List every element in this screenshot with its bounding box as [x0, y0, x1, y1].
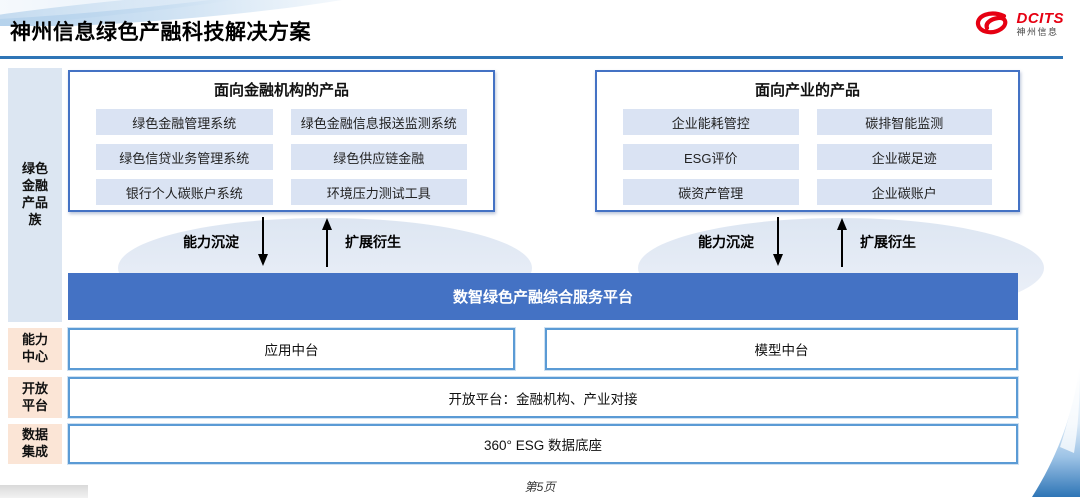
industry-box-title: 面向产业的产品: [754, 82, 860, 99]
sidebar-item-open-platform: 开放平台: [8, 377, 62, 418]
sidebar-label: 绿色金融产品族: [21, 161, 48, 227]
product-chip: ESG评价: [623, 144, 799, 170]
product-chip: 企业碳账户: [816, 179, 992, 205]
capability-sink-label: 能力沉淀: [698, 234, 754, 250]
product-chip: 绿色供应链金融: [290, 144, 467, 170]
platform-banner: 数智绿色产融综合服务平台: [68, 273, 1018, 320]
capability-sink-label: 能力沉淀: [183, 234, 239, 250]
industry-products-box: 面向产业的产品 企业能耗管控 碳排智能监测 ESG评价 企业碳足迹 碳资产管理 …: [595, 70, 1020, 212]
product-chip: 碳资产管理: [623, 179, 799, 205]
page-number: 第5页: [524, 480, 556, 494]
page-title: 神州信息绿色产融科技解决方案: [10, 21, 311, 44]
sidebar-label: 能力中心: [21, 332, 48, 364]
sidebar-item-capability-center: 能力中心: [8, 328, 62, 370]
app-middle-platform-box: 应用中台: [68, 328, 515, 370]
up-arrow-icon: [321, 217, 333, 267]
logo-company-text: 神州信息: [1016, 27, 1059, 37]
arrow-group-left: 能力沉淀 扩展衍生: [183, 216, 401, 268]
esg-data-base-row: 360° ESG 数据底座: [68, 424, 1018, 464]
dcits-logo: DCITS 神州信息: [972, 10, 1065, 38]
product-chip: 企业能耗管控: [623, 109, 799, 135]
industry-chip-grid: 企业能耗管控 碳排智能监测 ESG评价 企业碳足迹 碳资产管理 企业碳账户: [597, 100, 1018, 205]
extend-derive-label: 扩展衍生: [345, 234, 401, 250]
sidebar-label: 数据集成: [21, 427, 48, 459]
sidebar-label: 开放平台: [21, 380, 48, 413]
product-chip: 企业碳足迹: [816, 144, 992, 170]
down-arrow-icon: [257, 217, 269, 267]
product-chip: 银行个人碳账户系统: [96, 179, 273, 205]
logo-brand-text: DCITS: [1016, 10, 1064, 27]
product-chip: 绿色信贷业务管理系统: [96, 144, 273, 170]
up-arrow-icon: [836, 217, 848, 267]
open-platform-row: 开放平台：金融机构、产业对接: [68, 377, 1018, 418]
finance-chip-grid: 绿色金融管理系统 绿色金融信息报送监测系统 绿色信贷业务管理系统 绿色供应链金融…: [70, 100, 493, 205]
model-middle-platform-box: 模型中台: [545, 328, 1018, 370]
sidebar-item-data-integration: 数据集成: [8, 424, 62, 464]
bottom-left-decoration: [0, 485, 88, 498]
sidebar-item-product-family: 绿色金融产品族: [8, 68, 62, 322]
logo-swoosh-icon: [972, 10, 1012, 38]
arrow-group-right: 能力沉淀 扩展衍生: [698, 216, 916, 268]
product-chip: 绿色金融信息报送监测系统: [290, 109, 467, 135]
product-chip: 环境压力测试工具: [290, 179, 467, 205]
extend-derive-label: 扩展衍生: [860, 234, 916, 250]
title-divider: [0, 56, 1063, 59]
down-arrow-icon: [772, 217, 784, 267]
finance-products-box: 面向金融机构的产品 绿色金融管理系统 绿色金融信息报送监测系统 绿色信贷业务管理…: [68, 70, 495, 212]
product-chip: 碳排智能监测: [816, 109, 992, 135]
finance-box-title: 面向金融机构的产品: [213, 82, 349, 99]
product-chip: 绿色金融管理系统: [96, 109, 273, 135]
